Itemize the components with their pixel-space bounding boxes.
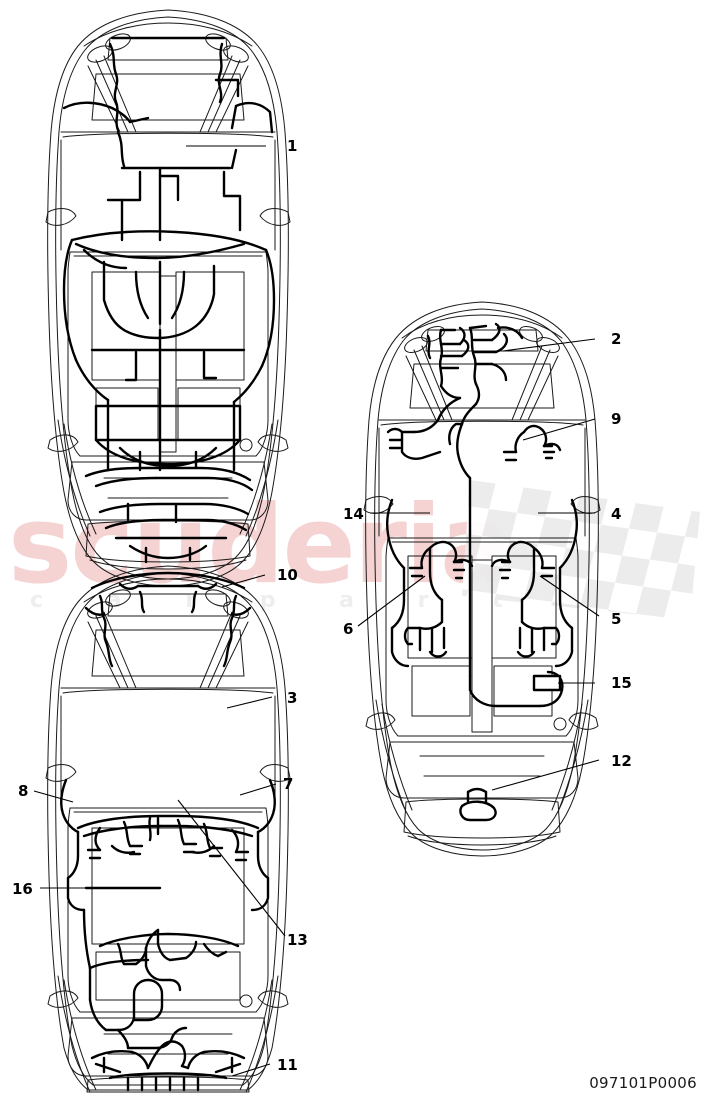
callout-6: 6 — [343, 575, 426, 638]
callout-number: 11 — [277, 1056, 298, 1074]
callout-4: 4 — [538, 505, 621, 523]
callout-leader-line — [502, 338, 596, 352]
callout-13: 13 — [177, 799, 308, 949]
callout-leader-line — [221, 574, 266, 588]
harness-routing-top-left — [62, 36, 276, 564]
callout-10: 10 — [221, 566, 298, 588]
callout-7: 7 — [239, 775, 293, 796]
callout-leader-line — [357, 575, 426, 627]
diagram-part-number: 097101P0006 — [589, 1074, 697, 1092]
view-bottom-left — [45, 565, 291, 1093]
callout-leader-line — [491, 759, 600, 791]
harness-routing-right — [386, 322, 578, 822]
callout-8: 8 — [18, 782, 74, 803]
callout-2: 2 — [502, 330, 621, 352]
callout-leader-line — [522, 418, 596, 441]
callout-leader-line — [33, 790, 74, 803]
callout-leader-line — [177, 799, 286, 937]
callout-number: 1 — [287, 137, 297, 155]
callout-5: 5 — [539, 575, 621, 628]
callout-leader-line — [231, 1063, 271, 1077]
view-top-left — [45, 9, 291, 587]
callout-number: 3 — [287, 689, 297, 707]
callout-number: 16 — [12, 880, 33, 898]
callout-number: 13 — [287, 931, 308, 949]
callout-number: 5 — [611, 610, 621, 628]
callout-number: 14 — [343, 505, 364, 523]
callout-leader-line — [539, 575, 600, 617]
callout-leader-line — [239, 783, 277, 796]
callout-15: 15 — [558, 674, 632, 692]
callout-number: 9 — [611, 410, 621, 428]
callout-number: 6 — [343, 620, 353, 638]
callout-16: 16 — [12, 880, 95, 898]
callout-number: 2 — [611, 330, 621, 348]
callout-number: 4 — [611, 505, 621, 523]
callout-number: 12 — [611, 752, 632, 770]
callout-number: 7 — [283, 775, 293, 793]
callout-number: 10 — [277, 566, 298, 584]
callout-number: 8 — [18, 782, 28, 800]
view-right — [363, 301, 601, 857]
callout-12: 12 — [491, 752, 632, 791]
callout-9: 9 — [522, 410, 621, 441]
callout-leader-line — [226, 696, 273, 709]
callout-1: 1 — [186, 137, 297, 155]
callout-3: 3 — [226, 689, 297, 709]
checkered-flag-icon — [462, 480, 700, 620]
harness-routing-bottom-left — [60, 571, 276, 1092]
callout-11: 11 — [231, 1056, 298, 1077]
callout-14: 14 — [343, 505, 430, 523]
callout-number: 15 — [611, 674, 632, 692]
